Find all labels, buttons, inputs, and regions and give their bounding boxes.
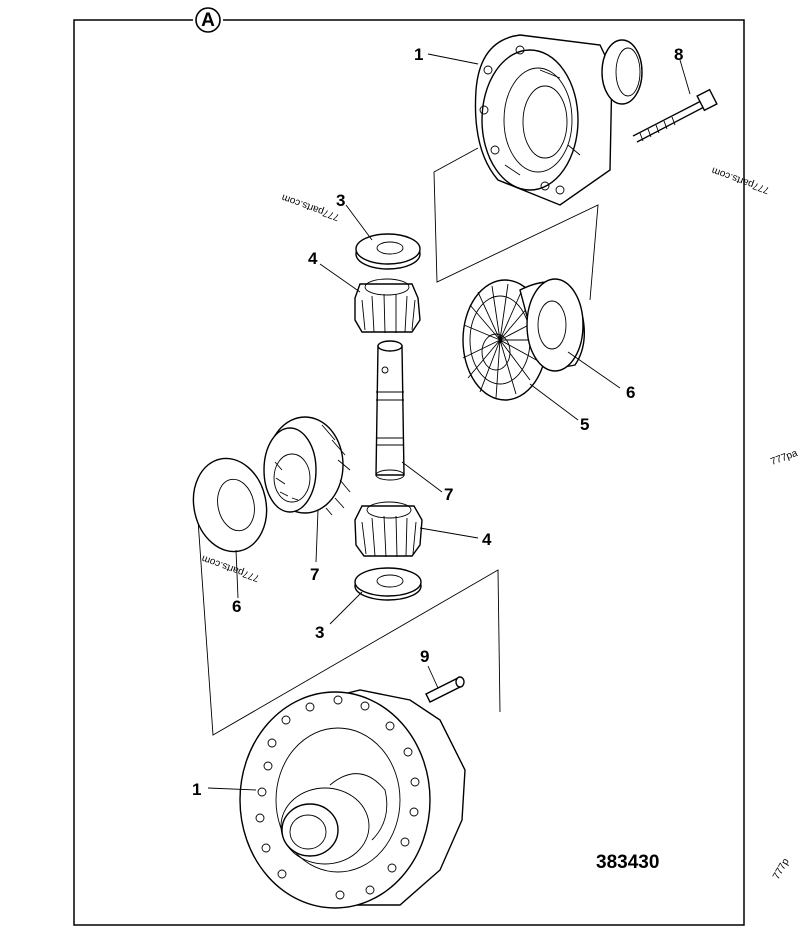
thrust-washer-top xyxy=(355,233,421,270)
pinion-gear-bottom xyxy=(354,501,423,558)
thrust-washer-left xyxy=(192,457,268,553)
diagram-frame xyxy=(73,19,745,926)
callout-7-gear: 7 xyxy=(310,565,319,584)
callout-9: 9 xyxy=(420,647,429,666)
watermark: 777parts.com xyxy=(200,552,261,583)
differential-case-top xyxy=(474,34,643,206)
callout-3-top: 3 xyxy=(336,191,345,210)
drawing-number: 383430 xyxy=(596,852,659,873)
callout-4-bottom: 4 xyxy=(482,530,492,549)
thrust-washer-right xyxy=(519,278,586,372)
locking-pin xyxy=(425,676,465,703)
cross-shaft xyxy=(375,340,405,481)
callout-4-top: 4 xyxy=(308,249,318,268)
callout-7-shaft: 7 xyxy=(444,485,453,504)
assembly-guide-top xyxy=(433,147,599,301)
callout-1-top: 1 xyxy=(414,45,423,64)
callout-6-right: 6 xyxy=(626,383,635,402)
callout-3-bottom: 3 xyxy=(315,623,324,642)
side-gear-left xyxy=(263,416,351,516)
thrust-washer-bottom xyxy=(354,567,422,601)
leader-lines xyxy=(207,53,691,791)
watermark: 777parts.com xyxy=(710,164,771,195)
bolt xyxy=(632,88,718,143)
callout-6-left: 6 xyxy=(232,597,241,616)
view-letter: A xyxy=(201,10,215,31)
assembly-guide-left xyxy=(197,519,501,736)
watermark: 777parts.com xyxy=(280,191,341,222)
pinion-gear-top xyxy=(354,278,421,334)
view-letter-badge: A xyxy=(193,7,223,33)
differential-case-bottom xyxy=(239,689,466,909)
callout-8: 8 xyxy=(674,45,683,64)
watermark: 777p xyxy=(771,856,792,881)
watermark: 777pa xyxy=(769,448,799,468)
callout-5: 5 xyxy=(580,415,589,434)
callout-1-bottom: 1 xyxy=(192,780,201,799)
